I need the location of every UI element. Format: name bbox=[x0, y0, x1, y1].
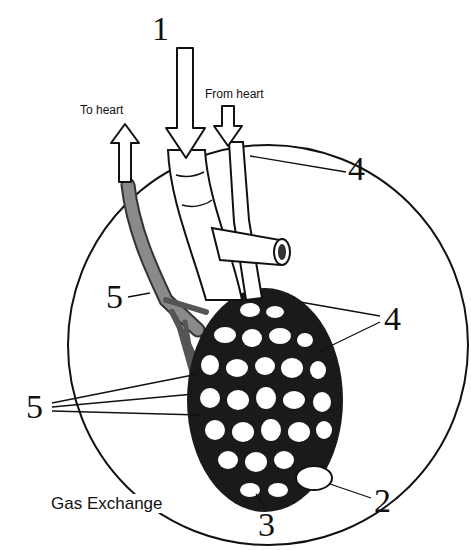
magnifier-circle bbox=[68, 145, 468, 545]
callout-number: 4 bbox=[384, 302, 401, 336]
callout-number: 4 bbox=[348, 152, 365, 186]
callout-number: 1 bbox=[152, 12, 169, 46]
flow-arrows bbox=[111, 48, 242, 182]
callout-number: 5 bbox=[106, 280, 123, 314]
flow-label: From heart bbox=[205, 88, 264, 100]
callout-number: 3 bbox=[258, 508, 275, 542]
callout-number: 2 bbox=[374, 484, 391, 518]
leader-lines bbox=[52, 156, 380, 508]
callout-number: 5 bbox=[26, 390, 43, 424]
caption: Gas Exchange bbox=[48, 494, 166, 513]
flow-label: To heart bbox=[80, 104, 123, 116]
to-heart-arrow bbox=[111, 124, 139, 182]
bronchiole bbox=[168, 150, 290, 300]
alveolus bbox=[296, 466, 332, 490]
from-heart-arrow bbox=[214, 106, 242, 146]
air-arrow bbox=[166, 48, 205, 158]
capillary-network bbox=[187, 288, 343, 512]
